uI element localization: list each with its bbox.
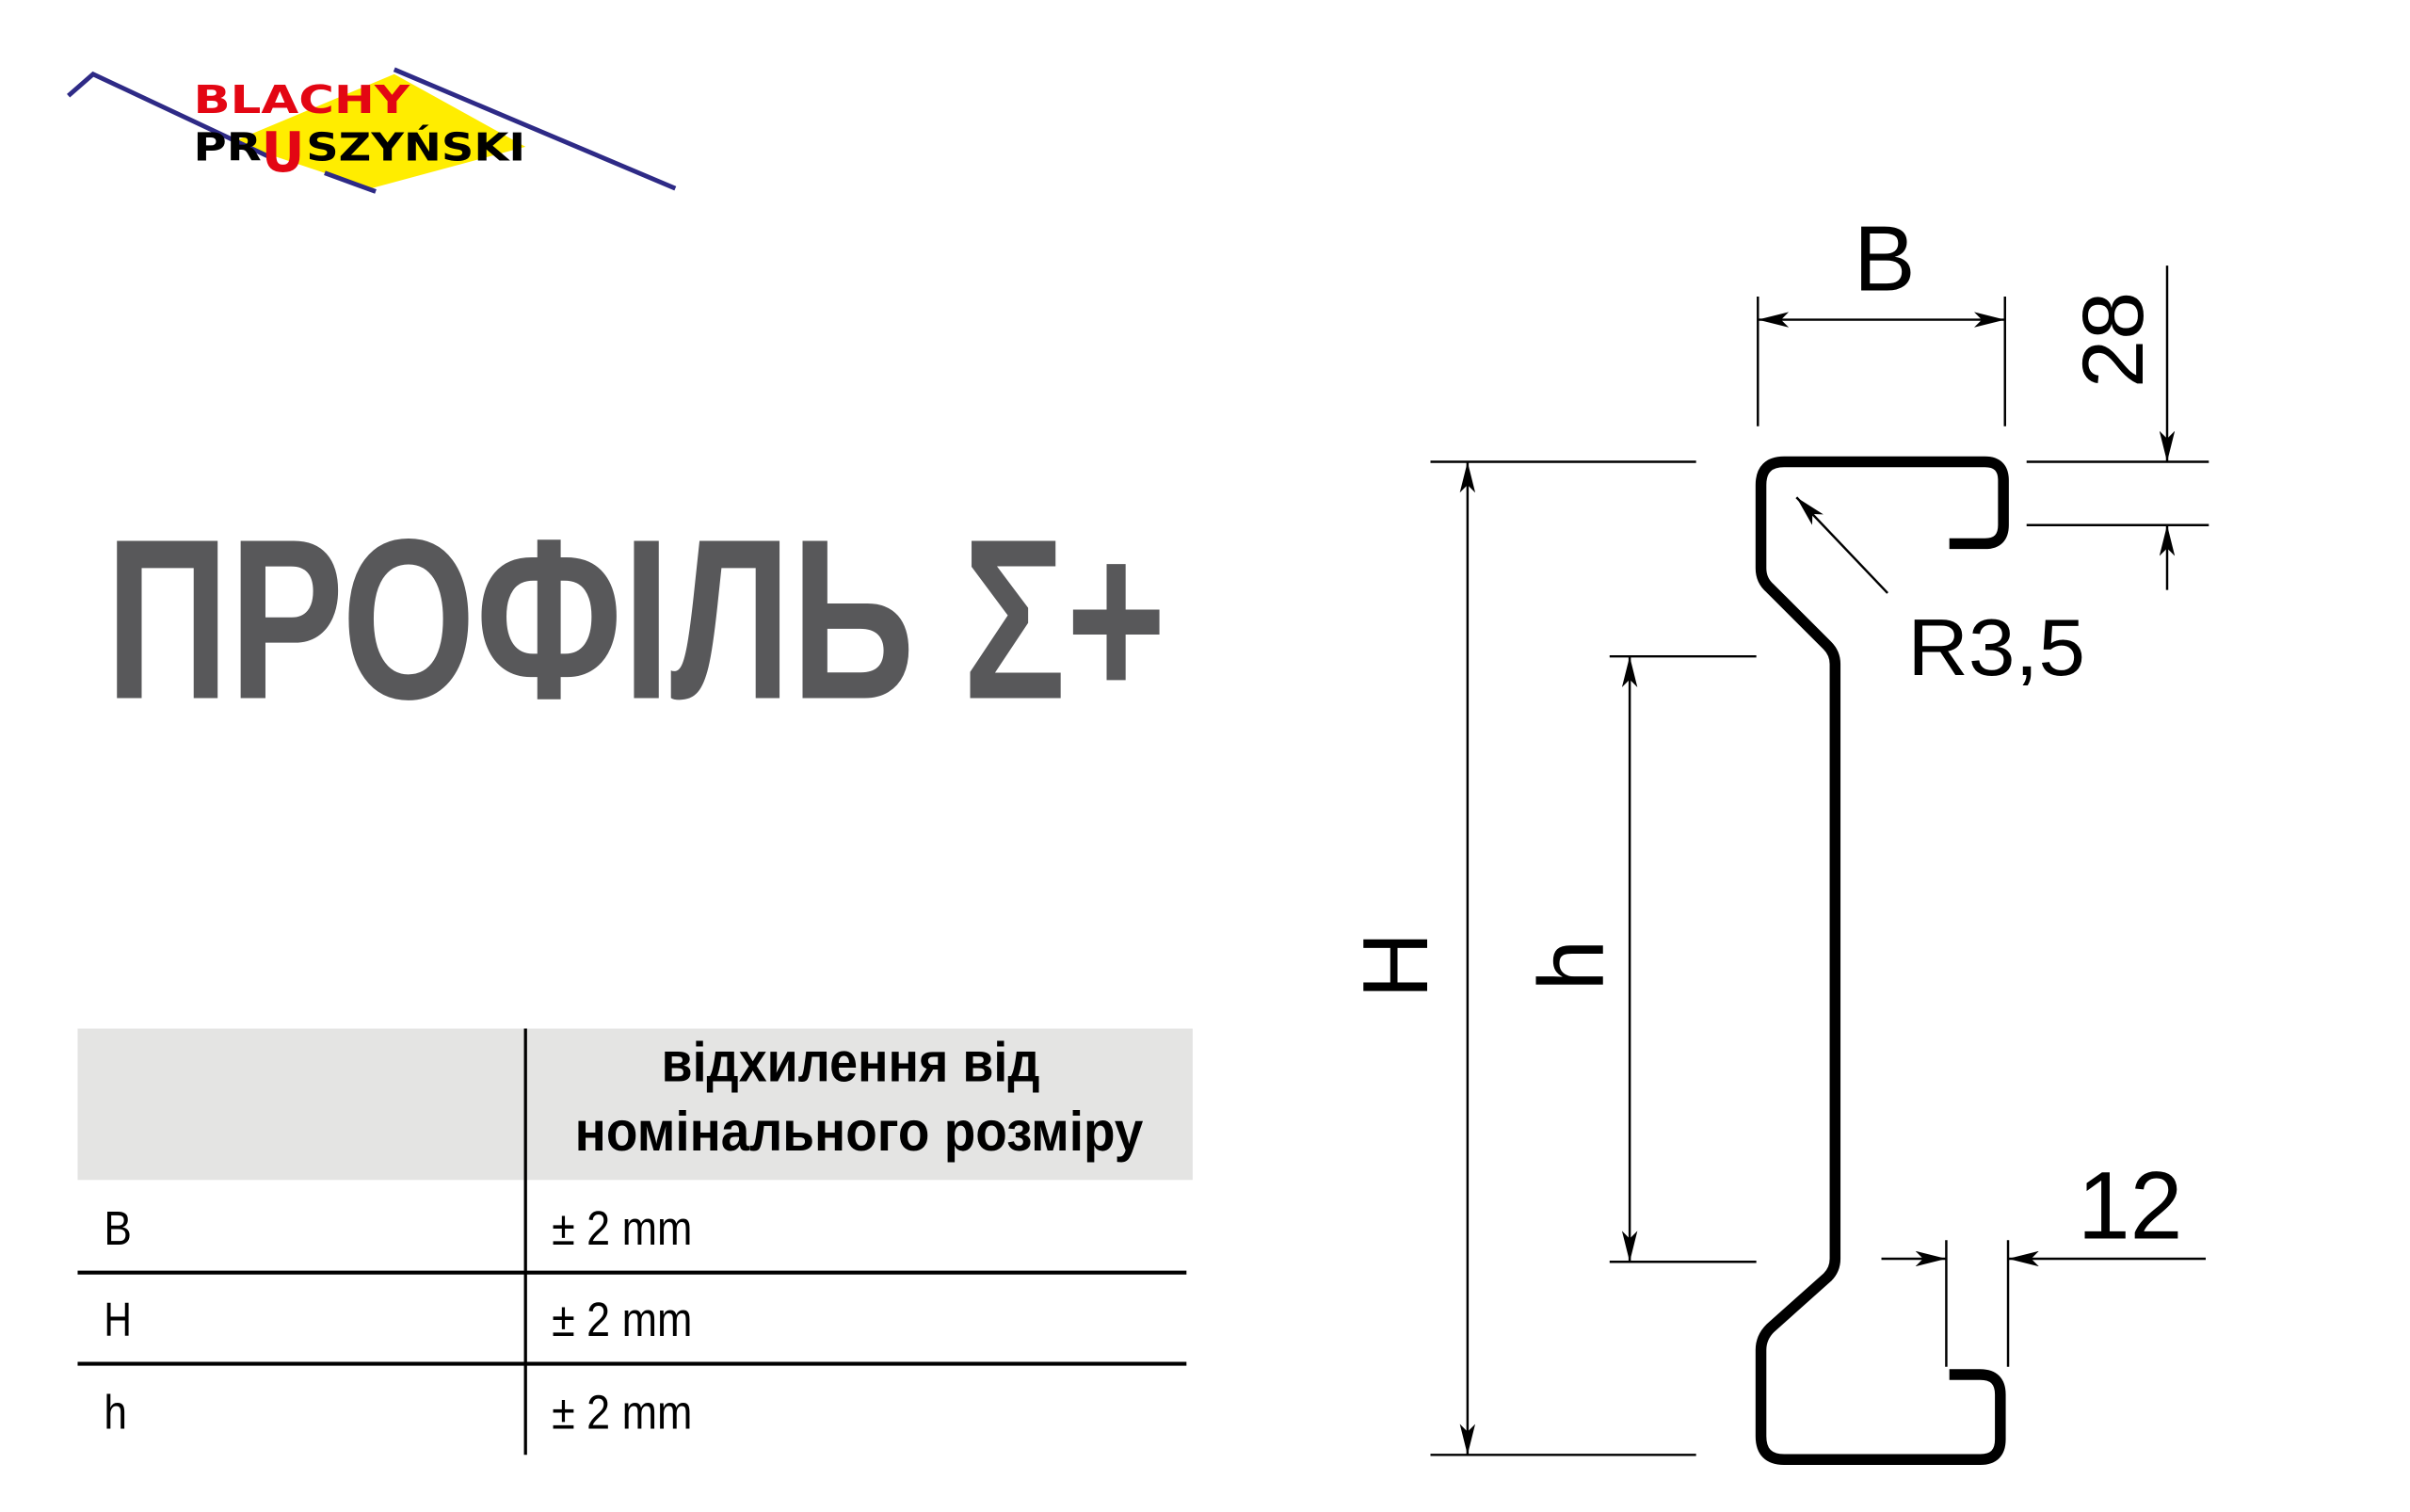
logo-diamond [232, 73, 526, 189]
row-param: B [104, 1201, 132, 1255]
logo-text-pr: PR [194, 125, 262, 170]
row-param: h [104, 1385, 127, 1439]
logo-text-szynski: SZYŃSKI [306, 125, 525, 170]
profile-diagram [1430, 265, 2209, 1465]
radius-leader-arrow [1795, 496, 1888, 594]
row-param: H [104, 1293, 132, 1346]
logo-text-blachy: BLACHY [194, 77, 411, 122]
radius-label: R3,5 [1907, 603, 2085, 693]
gap-label: 12 [2078, 1152, 2183, 1260]
company-logo[interactable]: BLACHY PR U SZYŃSKI [67, 67, 677, 194]
row-value: ± 2 mm [552, 1201, 692, 1255]
page-title: ПРОФІЛЬ Σ+ [105, 491, 1166, 747]
table-header-line2: номінального розміру [575, 1101, 1144, 1163]
logo-roof-line [324, 170, 377, 194]
inner-height-label: h [1519, 940, 1623, 991]
table-row: B ± 2 mm [104, 1201, 692, 1255]
table-header-bg [77, 1028, 1193, 1181]
logo-roof-line [393, 67, 677, 191]
table-header-line1: відхилення від [662, 1031, 1040, 1093]
sigma-profile-shape [1755, 456, 2009, 1465]
table-row: h ± 2 mm [104, 1385, 692, 1439]
logo-roof-line [67, 71, 272, 160]
lip-label: 28 [2065, 292, 2161, 388]
logo-text-u: U [262, 120, 305, 185]
row-value: ± 2 mm [552, 1293, 692, 1346]
height-label: H [1343, 932, 1447, 999]
table-row: H ± 2 mm [104, 1293, 692, 1346]
row-value: ± 2 mm [552, 1385, 692, 1439]
tolerance-table: відхилення від номінального розміру B ± … [77, 1028, 1193, 1456]
width-label: B [1854, 206, 1916, 310]
